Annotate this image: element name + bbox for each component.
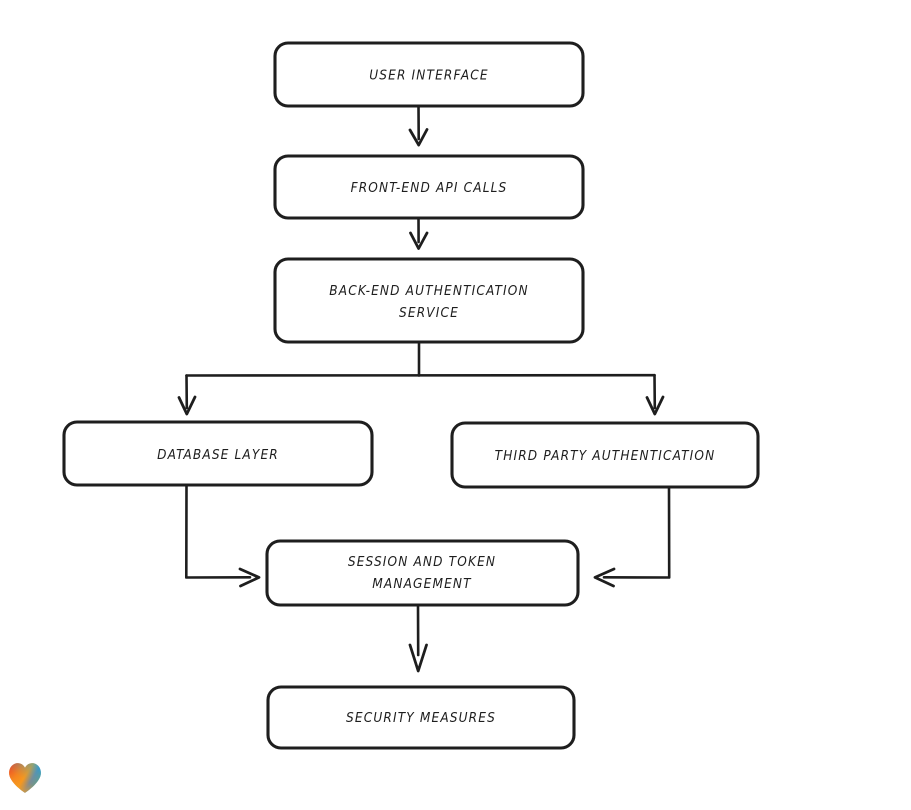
node-label-session-token-mgmt-line1: SESSION AND TOKEN: [348, 554, 496, 570]
node-label-frontend-api-calls: FRONT-END API CALLS: [351, 180, 508, 196]
node-session-token-mgmt[interactable]: SESSION AND TOKEN MANAGEMENT: [265, 539, 580, 607]
edge-frontend-to-backend: [409, 216, 429, 250]
node-label-security-measures: SECURITY MEASURES: [346, 710, 496, 726]
node-database-layer[interactable]: DATABASE LAYER: [62, 420, 374, 487]
node-label-third-party-auth: THIRD PARTY AUTHENTICATION: [495, 448, 716, 464]
node-third-party-auth[interactable]: THIRD PARTY AUTHENTICATION: [450, 421, 760, 489]
heart-icon: [9, 763, 41, 793]
edge-session-to-security: [408, 603, 428, 673]
node-label-database-layer: DATABASE LAYER: [157, 447, 279, 463]
node-backend-auth-service[interactable]: BACK-END AUTHENTICATION SERVICE: [273, 257, 585, 344]
node-user-interface[interactable]: USER INTERFACE: [273, 41, 585, 108]
node-frontend-api-calls[interactable]: FRONT-END API CALLS: [273, 154, 585, 220]
edge-backend-to-database: [177, 374, 197, 416]
edge-thirdparty-to-session: [593, 485, 671, 588]
edge-backend-split: [185, 340, 656, 377]
edge-database-to-session: [185, 483, 261, 588]
node-security-measures[interactable]: SECURITY MEASURES: [266, 685, 576, 750]
edge-ui-to-frontend: [408, 104, 429, 147]
node-label-backend-auth-service-line2: SERVICE: [399, 305, 459, 321]
node-label-user-interface: USER INTERFACE: [369, 68, 489, 84]
edge-backend-to-thirdparty: [645, 373, 665, 416]
node-label-backend-auth-service-line1: BACK-END AUTHENTICATION: [329, 283, 528, 299]
node-label-session-token-mgmt-line2: MANAGEMENT: [372, 576, 472, 592]
